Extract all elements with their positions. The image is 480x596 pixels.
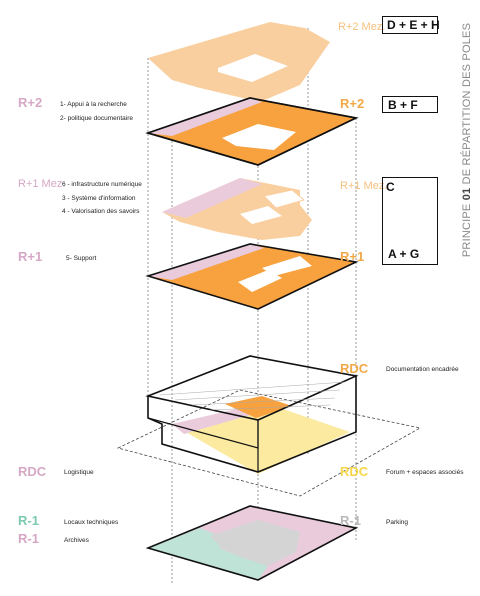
- note-rdc-upper: Documentation encadrée: [386, 366, 459, 373]
- box-r1: C A + G: [382, 177, 438, 265]
- title-prefix: PRINCIPE: [461, 203, 473, 258]
- note-r2-1: 1- Appui à la recherche: [60, 101, 127, 108]
- floor-r2: [145, 97, 359, 166]
- floor-r1-mez: [162, 178, 312, 240]
- box-r2-mez: D + E + H: [382, 16, 440, 34]
- box-r2-text: B + F: [388, 98, 418, 112]
- note-r1-mez-1: 6 - infrastructure numérique: [62, 181, 142, 188]
- note-r1-mez-3: 4 - Valorisation des savoirs: [62, 208, 140, 215]
- note-r-1-a: Locaux techniques: [64, 519, 119, 526]
- label-r2-left: R+2: [18, 95, 43, 110]
- vertical-title: PRINCIPE 01 DE RÉPARTITION DES POLES: [461, 23, 473, 257]
- label-r1-right: R+1: [340, 249, 365, 264]
- label-r1-mez-left: R+1 Mez.: [18, 178, 66, 190]
- label-r-1-b: R-1: [18, 531, 39, 546]
- label-r1-left: R+1: [18, 249, 43, 264]
- box-r1-mez-text: C: [386, 180, 395, 194]
- note-rdc-right: Forum + espaces associés: [386, 469, 464, 476]
- box-r2: B + F: [382, 96, 438, 113]
- label-r-1-a: R-1: [18, 513, 39, 528]
- note-rdc-left: Logistique: [64, 469, 94, 476]
- note-r-1-right: Parking: [386, 519, 409, 526]
- rdc-footprint: [116, 389, 422, 497]
- label-rdc-upper: RDC: [340, 361, 369, 376]
- title-suffix: DE RÉPARTITION DES POLES: [461, 22, 473, 185]
- note-r1-mez-2: 3 - Système d'information: [62, 195, 136, 202]
- label-rdc-left: RDC: [18, 464, 47, 479]
- note-r-1-b: Archives: [64, 537, 89, 544]
- box-r2-mez-text: D + E + H: [387, 18, 440, 32]
- label-r2-mez: R+2 Mez.: [338, 21, 386, 33]
- floor-r2-mez: [148, 22, 330, 102]
- label-r2-right: R+2: [340, 96, 365, 111]
- floor-r-1: [145, 505, 359, 581]
- label-rdc-right: RDC: [340, 464, 369, 479]
- note-r2-2: 2- politique documentaire: [60, 115, 133, 122]
- label-r1-mez-right: R+1 Mez.: [340, 180, 388, 192]
- box-r1-text: A + G: [388, 247, 420, 261]
- rdc-volume: [145, 355, 359, 474]
- title-number: 01: [461, 187, 473, 201]
- floor-r1: [145, 243, 359, 310]
- label-r-1-right: R-1: [340, 513, 361, 528]
- note-r1-1: 5- Support: [66, 255, 97, 262]
